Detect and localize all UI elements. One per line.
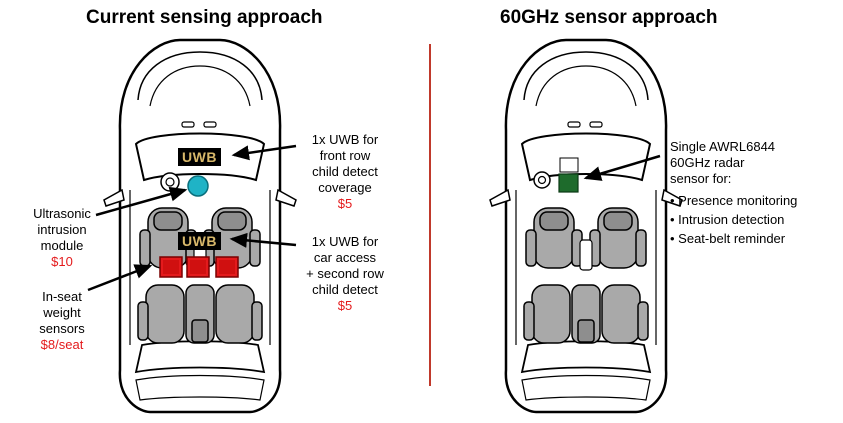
- weight-sensor-icons: [159, 256, 239, 278]
- cost-label: $10: [51, 254, 73, 269]
- dome-light: [559, 157, 579, 173]
- callout-uwb-front: 1x UWB for front row child detect covera…: [295, 132, 395, 212]
- callout-line: weight: [43, 305, 81, 320]
- title-current-approach: Current sensing approach: [86, 7, 323, 28]
- ultrasonic-module-icon: [187, 175, 209, 197]
- arrow-uwb-access: [229, 232, 297, 248]
- arrow-uwb-front: [231, 144, 297, 161]
- cost-label: $5: [337, 196, 353, 211]
- callout-weight-sensors: In-seat weight sensors $8/seat: [20, 289, 104, 353]
- feature-item: Intrusion detection: [670, 210, 797, 229]
- car-right: [488, 38, 684, 414]
- callout-uwb-access: 1x UWB for car access + second row child…: [295, 234, 395, 314]
- callout-ultrasonic: Ultrasonic intrusion module $10: [20, 206, 104, 270]
- callout-line: 1x UWB for: [311, 234, 379, 249]
- feature-item: Presence monitoring: [670, 191, 797, 210]
- uwb-access-badge: UWB: [178, 232, 221, 250]
- callout-line: 60GHz radar: [670, 155, 745, 170]
- car-left: [102, 38, 298, 414]
- arrow-ultrasonic: [95, 186, 188, 217]
- callout-line: In-seat: [42, 289, 82, 304]
- arrow-weight-sensors: [87, 264, 153, 292]
- callout-line: intrusion: [37, 222, 87, 237]
- feature-list: Presence monitoring Intrusion detection …: [670, 191, 797, 248]
- cost-label: $5: [337, 298, 353, 313]
- callout-line: child detect: [312, 164, 378, 179]
- speaker-icon-right: [533, 171, 551, 189]
- callout-radar: Single AWRL6844 60GHz radar sensor for: …: [670, 139, 797, 248]
- uwb-front-badge: UWB: [178, 148, 221, 166]
- callout-line: coverage: [318, 180, 372, 195]
- callout-line: sensors: [39, 321, 85, 336]
- title-60ghz-approach: 60GHz sensor approach: [500, 7, 718, 28]
- callout-line: Ultrasonic: [33, 206, 91, 221]
- callout-line: front row: [319, 148, 371, 163]
- cost-label: $8/seat: [40, 337, 84, 352]
- feature-item: Seat-belt reminder: [670, 229, 797, 248]
- callout-line: Single AWRL6844: [670, 139, 776, 154]
- radar-sensor-icon: [558, 173, 579, 193]
- speaker-icon: [160, 172, 180, 192]
- callout-line: car access: [313, 250, 377, 265]
- callout-line: sensor for:: [670, 171, 732, 186]
- arrow-radar: [583, 154, 661, 181]
- callout-line: child detect: [312, 282, 378, 297]
- callout-line: + second row: [306, 266, 384, 281]
- callout-line: 1x UWB for: [311, 132, 379, 147]
- section-divider: [429, 44, 431, 386]
- callout-line: module: [40, 238, 84, 253]
